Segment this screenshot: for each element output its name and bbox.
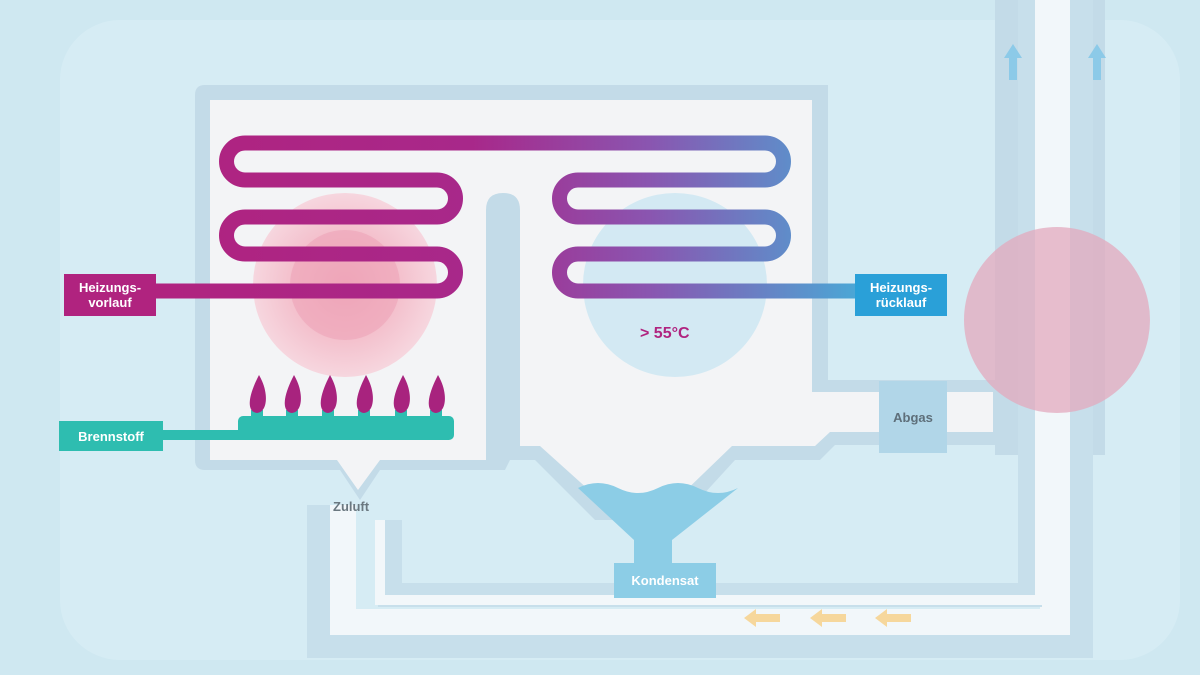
return-label: Heizungs- rücklauf <box>855 274 947 316</box>
temperature-label: > 55°C <box>640 325 690 342</box>
flame-icon <box>320 375 337 413</box>
exhaust-label: Abgas <box>879 381 947 453</box>
flame-nozzle <box>251 410 263 418</box>
burner-flames <box>249 375 445 418</box>
air-arrows <box>744 609 911 627</box>
arrow-up-icon <box>1088 44 1106 80</box>
flame-nozzle <box>322 410 334 418</box>
flame-icon <box>356 375 373 413</box>
condensate-collector <box>578 483 738 568</box>
flame-icon <box>393 375 410 413</box>
exhaust-heat-zone <box>964 227 1150 413</box>
flow-label: Heizungs- vorlauf <box>64 274 156 316</box>
air-label: Zuluft <box>333 499 370 514</box>
flame-nozzle <box>358 410 370 418</box>
arrow-left-icon <box>744 609 780 627</box>
arrow-left-icon <box>810 609 846 627</box>
arrow-up-icon <box>1004 44 1022 80</box>
flame-icon <box>284 375 301 413</box>
flame-icon <box>428 375 445 413</box>
flame-nozzle <box>430 410 442 418</box>
arrow-left-icon <box>875 609 911 627</box>
flame-nozzle <box>395 410 407 418</box>
flame-nozzle <box>286 410 298 418</box>
condensate-label: Kondensat <box>614 563 716 598</box>
exhaust-arrows <box>1004 44 1106 80</box>
burner <box>160 416 454 440</box>
fuel-label: Brennstoff <box>59 421 163 451</box>
flame-icon <box>249 375 266 413</box>
